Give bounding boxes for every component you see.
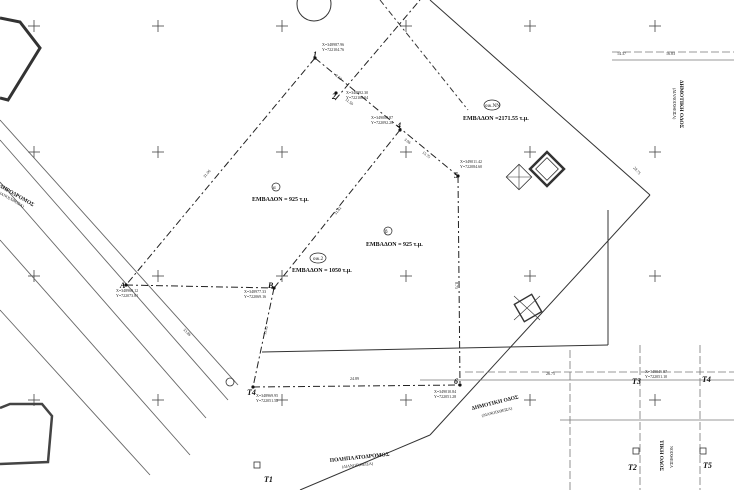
svg-text:X=348987.96: X=348987.96 xyxy=(322,42,344,47)
dim-label: 24.89 xyxy=(350,376,359,381)
dim-label: 3.96 xyxy=(403,137,412,145)
svg-text:Y=722051.52: Y=722051.52 xyxy=(256,398,278,403)
markers xyxy=(225,377,707,469)
building-outline-top-left xyxy=(0,16,42,102)
svg-text:Y=722084.60: Y=722084.60 xyxy=(460,164,482,169)
parcel-a-code: α xyxy=(273,186,276,191)
point-label-t1: T1 xyxy=(264,475,273,484)
dim-label: 15.75 xyxy=(421,150,431,159)
total-area-code: οικ.ΝΝ xyxy=(485,104,500,109)
road-label-right-cut: ΤΙΚΗ ΟΔΟΣ xyxy=(658,440,664,471)
svg-text:X=348969.95: X=348969.95 xyxy=(256,393,278,398)
point-label-2: 2 xyxy=(331,92,336,101)
total-area-label: ΕΜΒΑΔΟΝ =2171.55 τ.μ. xyxy=(463,116,529,122)
parcel-boundaries xyxy=(125,0,461,388)
dim-label: 16.83 xyxy=(666,51,675,56)
svg-text:Y=722051.28: Y=722051.28 xyxy=(434,394,456,399)
point-label-t5: T5 xyxy=(703,461,712,470)
svg-text:Y=722073.81: Y=722073.81 xyxy=(116,293,138,298)
svg-text:X=349000.87: X=349000.87 xyxy=(371,115,393,120)
parcel-c-code: οικ.2 xyxy=(313,257,324,262)
point-label-1: 1 xyxy=(313,50,317,59)
dim-label: 33.86 xyxy=(182,327,192,337)
grid-crosses xyxy=(28,20,661,406)
svg-text:X=348977.33: X=348977.33 xyxy=(244,289,266,294)
dim-label: 14.37 xyxy=(617,51,626,56)
right-road-lines xyxy=(420,51,734,490)
left-road-lines xyxy=(0,119,239,476)
svg-text:X=348960.12: X=348960.12 xyxy=(116,288,138,293)
parcel-c-area: ΕΜΒΑΔΟΝ = 1050 τ.μ. xyxy=(292,268,352,274)
svg-text:X=349011.42: X=349011.42 xyxy=(460,159,482,164)
dim-label: 31.82 xyxy=(333,205,342,215)
point-label-b: B xyxy=(267,281,274,290)
svg-text:X=349046.87: X=349046.87 xyxy=(645,369,667,374)
point-label-a: A xyxy=(119,281,126,290)
point-label-t2: T2 xyxy=(628,463,637,472)
svg-text:X=348992.30: X=348992.30 xyxy=(346,90,368,95)
parcel-a-area: ΕΜΒΑΔΟΝ = 925 τ.μ. xyxy=(252,197,309,203)
point-label-t4-left: T4 xyxy=(247,388,256,397)
svg-text:Y=722100.04: Y=722100.04 xyxy=(346,95,368,100)
parcel-b-area: ΕΜΒΑΔΟΝ = 925 τ.μ. xyxy=(366,242,423,248)
point-label-t4-right: T4 xyxy=(702,375,711,384)
point-label-6: 6 xyxy=(454,377,458,386)
dim-label: 26.75 xyxy=(546,371,555,376)
road-label-right: ΔΗΜΟΤΙΚΗ ΟΔΟΣ xyxy=(678,80,684,129)
dim-label: 11.59 xyxy=(344,97,354,106)
vertex-dots xyxy=(124,56,462,389)
parcel-b-code: β xyxy=(385,230,388,235)
svg-text:Y=722092.28: Y=722092.28 xyxy=(371,120,393,125)
dim-label: 31.06 xyxy=(202,169,212,179)
svg-text:Y=722051.10: Y=722051.10 xyxy=(645,374,667,379)
coordinate-labels: X=348987.96 Y=722104.76 X=348992.30 Y=72… xyxy=(116,42,667,403)
dim-label: 19.82 xyxy=(262,325,269,335)
dim-label: 8.53 xyxy=(334,73,343,81)
road-sublabel-pedestrian: (ΔΙΑΝΟΙΧΘΕΙΣΑ) xyxy=(342,461,374,469)
point-label-5: 5 xyxy=(454,171,458,180)
point-label-t3: T3 xyxy=(632,377,641,386)
building-outline-bottom-left xyxy=(0,402,54,466)
right-structures xyxy=(505,150,566,323)
dim-label: 28.75 xyxy=(632,165,642,175)
svg-text:Y=722069.16: Y=722069.16 xyxy=(244,294,266,299)
survey-circle xyxy=(296,0,332,22)
large-parcel-outline xyxy=(261,0,651,490)
svg-text:Y=722104.76: Y=722104.76 xyxy=(322,47,344,52)
point-label-4: 4 xyxy=(396,121,401,130)
svg-text:X=349010.84: X=349010.84 xyxy=(434,389,456,394)
road-sublabel-right: (ΔΙΑΝΟΙΧΘΕΙΣΑ) xyxy=(672,88,677,120)
dim-label: 8.75 xyxy=(454,282,459,289)
road-sublabel-right-cut: ΝΟΙΧΘΕΙΣΑ xyxy=(669,446,674,468)
